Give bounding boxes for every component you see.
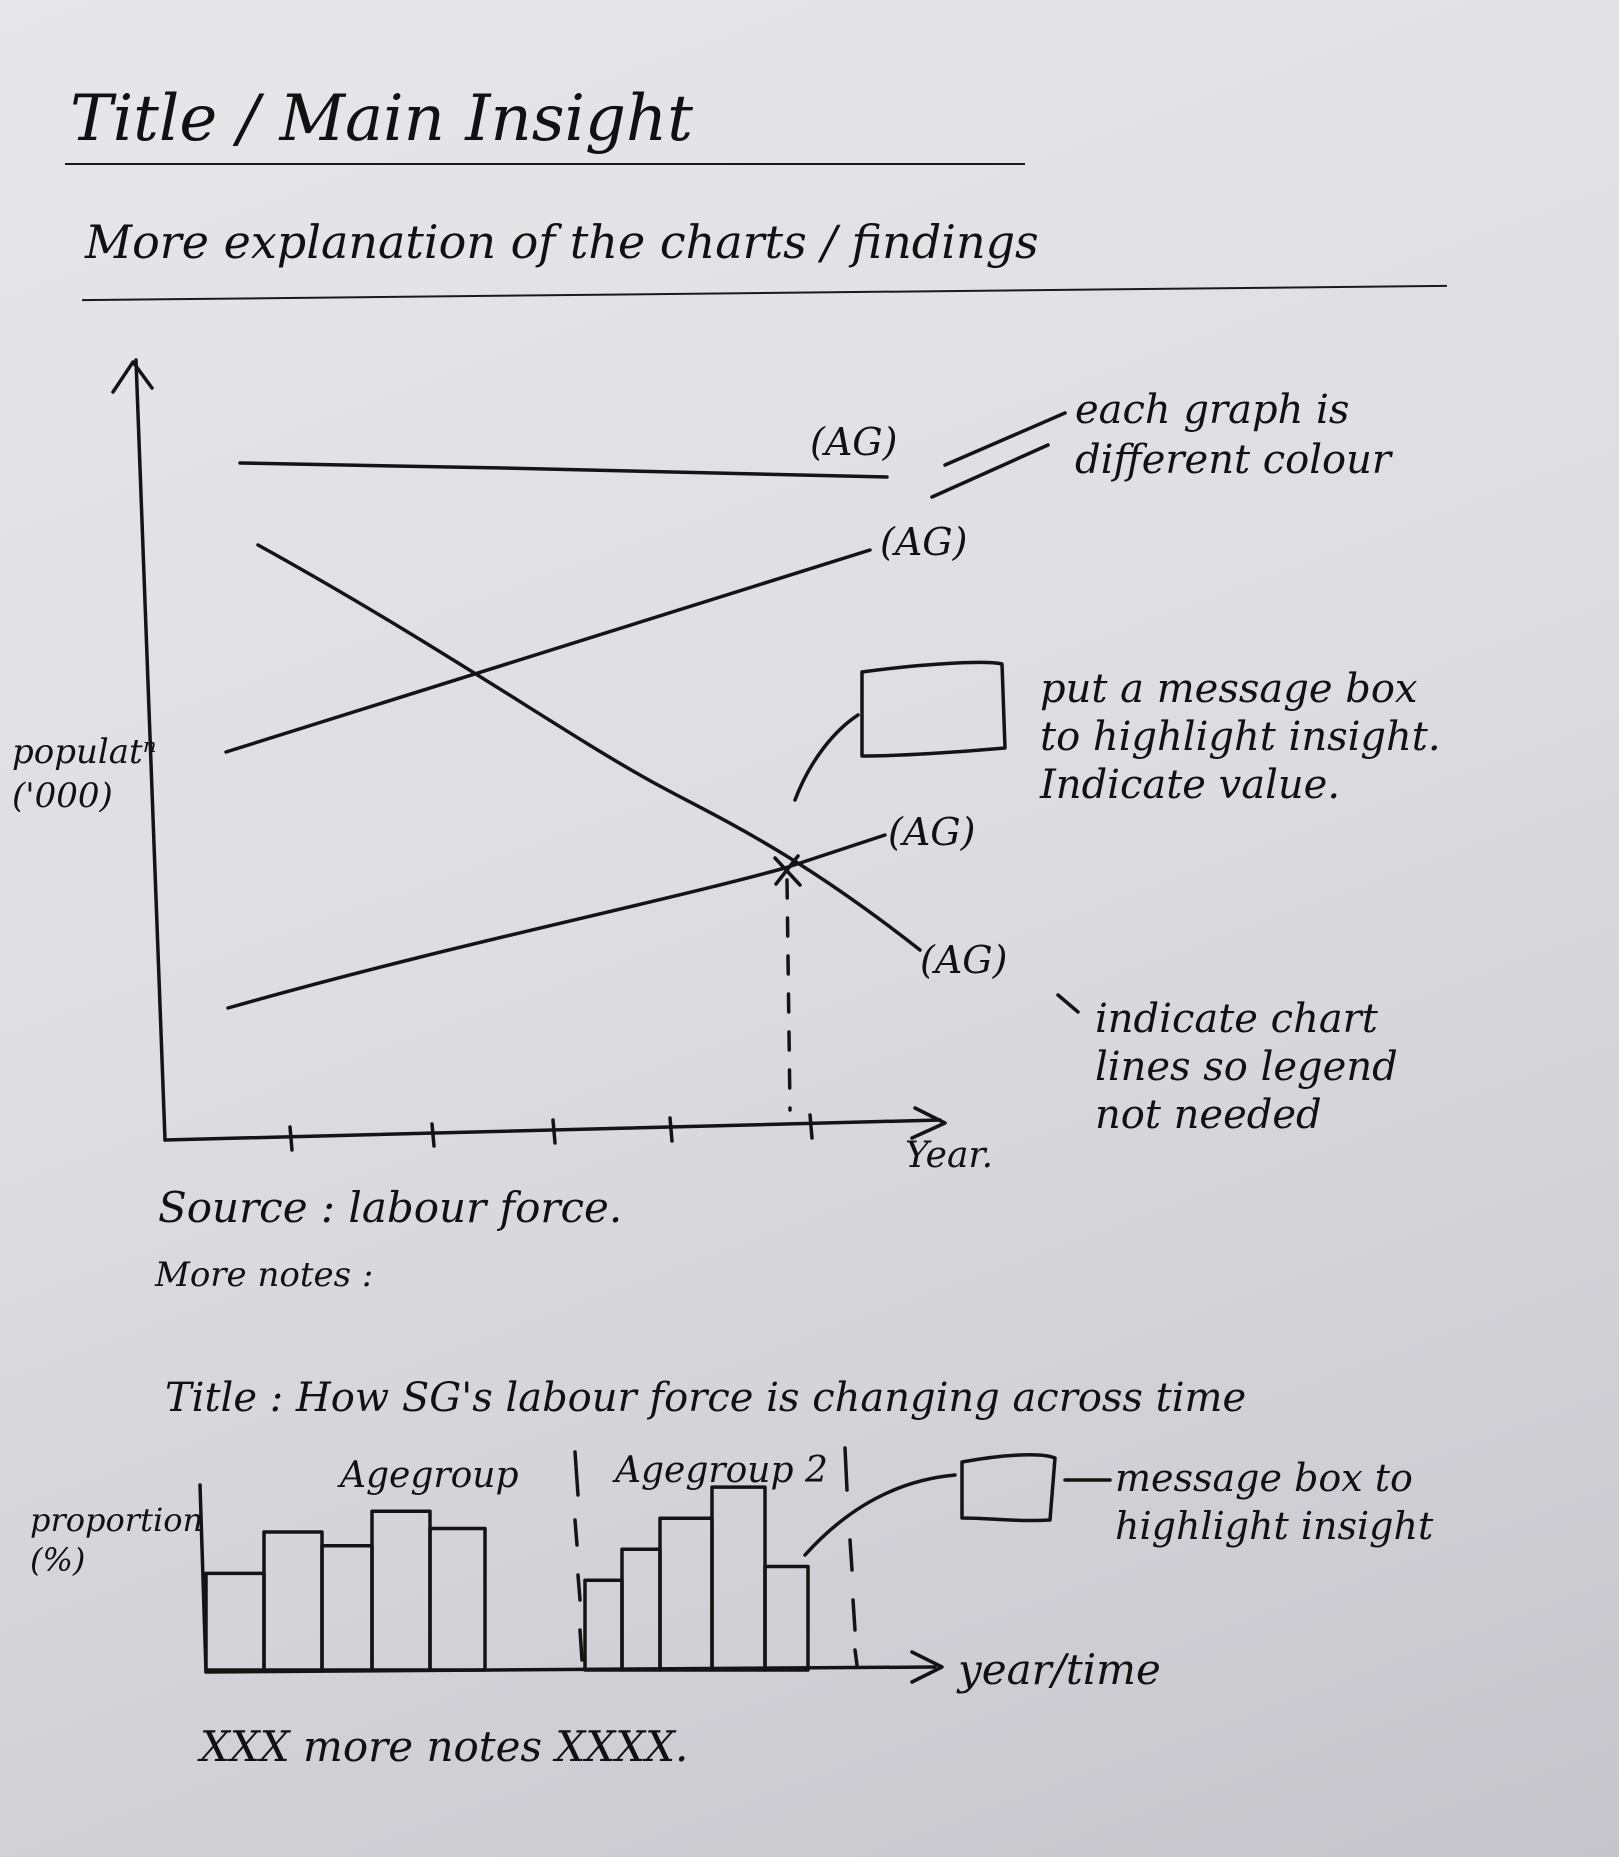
line-chart-x-arrowhead — [910, 1106, 947, 1140]
bar-message-pointer — [803, 1473, 957, 1557]
bar-chart-x-label: year/time — [958, 1645, 1161, 1694]
message-box — [860, 660, 1007, 758]
legend-note: indicate chart lines so legend not neede… — [1095, 996, 1398, 1138]
colour-note-stroke-2 — [930, 443, 1050, 499]
bar-chart-title: Title : How SG's labour force is changin… — [165, 1375, 1247, 1421]
line-series-falling — [256, 543, 922, 952]
bar-bottom-notes: XXX more notes XXXX. — [200, 1722, 689, 1771]
intersection-drop-line — [785, 878, 792, 1112]
bar-5 — [428, 1526, 487, 1672]
line-chart-y-axis — [134, 358, 167, 1142]
bar-3 — [320, 1544, 374, 1672]
colour-note: each graph is different colour — [1075, 387, 1391, 483]
bar-6 — [583, 1578, 624, 1672]
bar-message-box — [960, 1453, 1057, 1523]
x-tick-1 — [288, 1125, 294, 1152]
intersection-x-mark — [773, 854, 802, 887]
bar-group-label-2: Agegroup 2 — [615, 1450, 828, 1491]
page-title: Title / Main Insight — [70, 82, 693, 156]
source-note: Source : labour force. — [158, 1183, 623, 1232]
series-label-4: (AG) — [920, 938, 1008, 982]
bar-8 — [658, 1516, 714, 1672]
page-subtitle: More explanation of the charts / finding… — [85, 215, 1039, 269]
x-tick-5 — [808, 1113, 814, 1140]
series-label-1: (AG) — [810, 420, 898, 464]
bar-chart-y-label: proportion (%) — [30, 1501, 204, 1579]
line-series-lower — [226, 833, 887, 1010]
colour-note-stroke-1 — [943, 411, 1067, 467]
bar-chart-x-arrowhead — [910, 1650, 944, 1684]
x-tick-4 — [668, 1116, 674, 1143]
bar-2 — [262, 1530, 324, 1672]
more-notes: More notes : — [155, 1255, 374, 1295]
series-label-2: (AG) — [880, 520, 968, 564]
x-tick-3 — [551, 1118, 557, 1145]
bar-10 — [763, 1564, 810, 1672]
bar-message-note: message box to highlight insight — [1115, 1456, 1434, 1548]
message-box-pointer — [793, 713, 860, 802]
x-tick-2 — [430, 1122, 436, 1148]
line-series-flat — [238, 461, 889, 479]
bar-4 — [370, 1509, 432, 1672]
line-series-rising — [224, 548, 872, 754]
bar-1 — [204, 1571, 266, 1672]
legend-note-tick — [1056, 993, 1080, 1014]
bar-9 — [710, 1485, 767, 1672]
group-divider-1 — [573, 1450, 584, 1662]
group-divider-2 — [843, 1446, 859, 1667]
bar-group-label-1: Agegroup — [340, 1455, 519, 1496]
bar-7 — [620, 1547, 662, 1672]
line-chart-x-label: Year. — [905, 1135, 994, 1176]
line-chart-y-label: populatⁿ ('000) — [12, 732, 157, 817]
message-note: put a message box to highlight insight. … — [1040, 666, 1441, 808]
series-label-3: (AG) — [888, 810, 976, 854]
title-underline — [65, 163, 1025, 165]
line-chart-y-arrowhead — [111, 360, 154, 394]
